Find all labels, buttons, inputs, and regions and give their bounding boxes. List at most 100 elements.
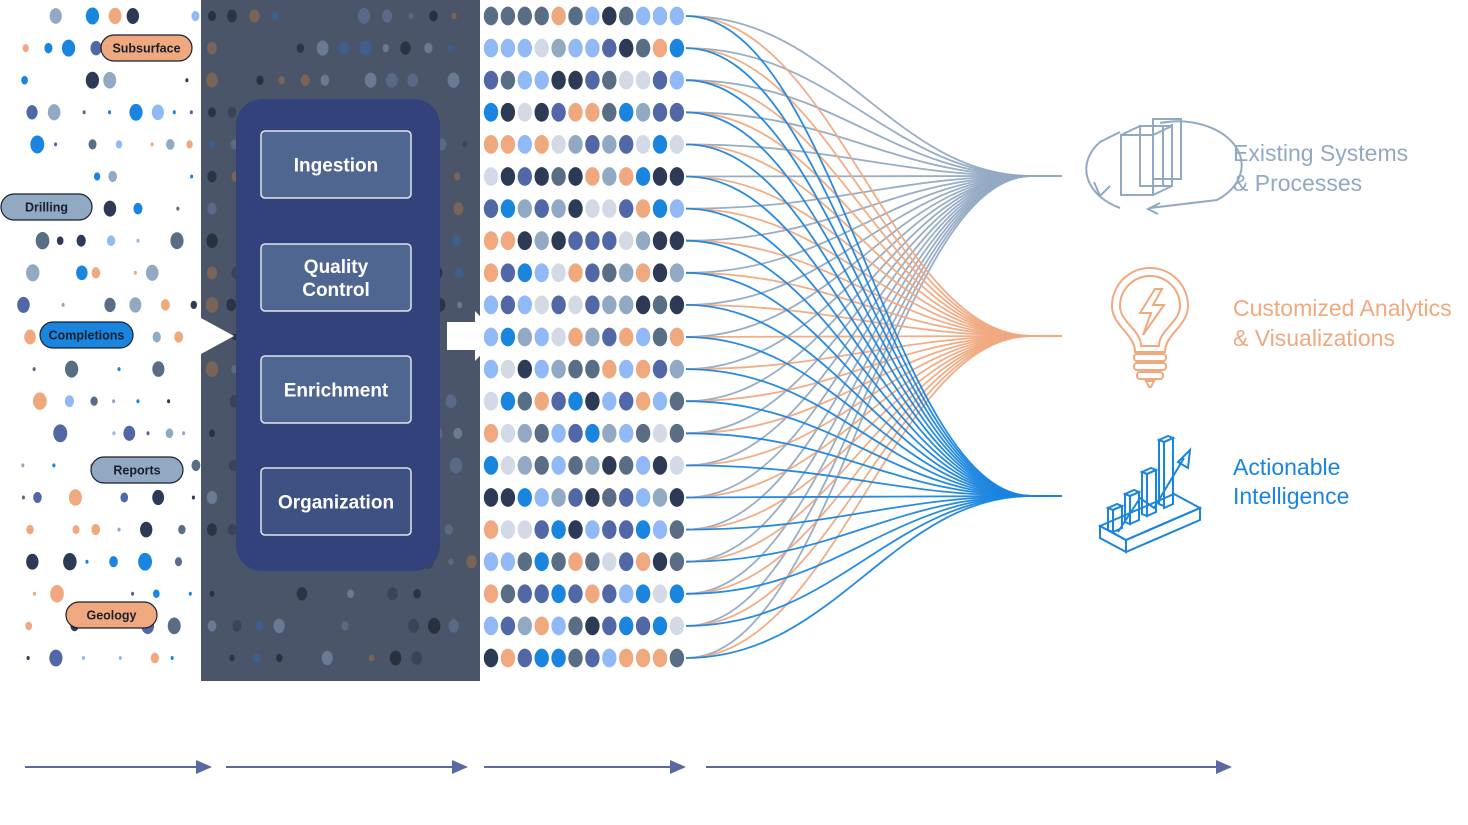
raw-data-dot [76, 234, 86, 247]
source-pill [100, 34, 193, 62]
grid-data-dot [534, 167, 549, 186]
raw-data-dot [106, 235, 116, 247]
grid-data-dot [619, 167, 634, 186]
raw-data-dot [32, 392, 47, 410]
grid-data-dot [568, 102, 583, 122]
grid-data-dot [483, 135, 499, 154]
raw-data-dot [103, 200, 117, 217]
panel-data-dot [386, 72, 398, 88]
grid-data-dot [635, 584, 651, 604]
grid-data-dot [652, 327, 668, 347]
connection-curve [685, 175, 1062, 595]
panel-data-dot [316, 40, 329, 56]
grid-data-dot [602, 70, 617, 90]
connection-curve [685, 175, 1062, 659]
raw-data-dot [174, 331, 184, 343]
grid-data-dot [483, 423, 499, 443]
grid-data-dot [669, 552, 685, 572]
grid-data-dot [619, 70, 634, 90]
grid-data-dot [585, 552, 600, 572]
source-pill [39, 321, 134, 349]
raw-data-dot [22, 44, 29, 53]
grid-data-dot [585, 70, 600, 90]
panel-data-dot [227, 106, 237, 118]
grid-data-dot [602, 648, 617, 668]
grid-data-dot [585, 584, 600, 604]
grid-data-dot [635, 488, 651, 507]
grid-data-dot [551, 648, 566, 668]
connection-curve [685, 207, 1062, 497]
grid-data-dot [483, 488, 499, 507]
grid-data-dot [568, 263, 583, 283]
grid-data-dot [517, 552, 532, 572]
raw-data-dot [109, 556, 118, 568]
grid-data-dot [652, 263, 668, 283]
panel-data-dot [382, 44, 389, 53]
raw-data-dot [107, 110, 112, 115]
panel-data-dot [411, 651, 423, 665]
raw-data-dot [160, 299, 170, 311]
panel-data-dot [226, 298, 237, 312]
raw-data-dot [64, 360, 79, 378]
grid-data-dot [619, 263, 634, 283]
grid-data-dot [619, 552, 634, 572]
grid-data-dot [517, 616, 532, 636]
grid-data-dot [568, 70, 583, 90]
grid-data-dot [517, 327, 532, 347]
grid-data-dot [619, 616, 634, 636]
panel-data-dot [206, 490, 218, 505]
source-label: Completions [49, 329, 125, 343]
panel-data-dot [453, 202, 464, 216]
grid-data-dot [635, 263, 651, 283]
grid-data-dot [517, 167, 532, 186]
grid-data-dot [551, 231, 566, 251]
panel-data-dot [448, 619, 459, 633]
raw-data-dot [56, 236, 64, 245]
grid-data-dot [635, 38, 651, 58]
grid-data-dot [602, 102, 617, 122]
grid-data-dot [517, 38, 532, 58]
connection-curve [685, 143, 1062, 177]
server-cycle-icon [1085, 118, 1243, 215]
grid-data-dot [517, 488, 532, 507]
grid-data-dot [534, 295, 549, 315]
grid-data-dot [534, 102, 549, 122]
grid-data-dot [669, 167, 685, 186]
connection-curve [685, 143, 1062, 337]
panel-data-dot [453, 172, 461, 181]
grid-data-dot [500, 38, 516, 58]
process-stages: IngestionQualityControlEnrichmentOrganiz… [260, 130, 412, 536]
source-drilling: Drilling [0, 193, 93, 221]
grid-data-dot [534, 231, 549, 251]
grid-data-dot [534, 616, 549, 636]
raw-data-dot [174, 557, 183, 567]
raw-data-dot [129, 297, 142, 313]
grid-data-dot [669, 263, 685, 283]
panel-data-dot [209, 140, 215, 149]
raw-data-dot [150, 652, 160, 664]
panel-data-dot [424, 42, 433, 54]
panel-data-dot [256, 75, 264, 85]
raw-data-dot [35, 231, 50, 250]
grid-data-dot [619, 327, 634, 347]
raw-data-dot [167, 399, 171, 404]
panel-data-dot [207, 202, 217, 215]
grid-data-dot [669, 456, 685, 475]
grid-data-dot [652, 359, 668, 379]
grid-data-dot [483, 199, 499, 219]
connection-curve [685, 79, 1062, 337]
raw-data-dot [64, 395, 75, 408]
raw-data-dot [131, 591, 135, 596]
raw-data-dot [24, 329, 36, 345]
grid-data-dot [652, 135, 668, 154]
grid-data-dot [602, 263, 617, 283]
raw-data-dot [93, 172, 101, 181]
panel-data-dot [273, 618, 285, 634]
grid-data-dot [500, 135, 516, 154]
stage-box [260, 467, 412, 536]
grid-data-dot [534, 552, 549, 572]
source-label: Reports [113, 464, 160, 478]
panel-data-dot [207, 41, 217, 55]
grid-data-dot [619, 488, 634, 507]
grid-data-dot [602, 199, 617, 219]
